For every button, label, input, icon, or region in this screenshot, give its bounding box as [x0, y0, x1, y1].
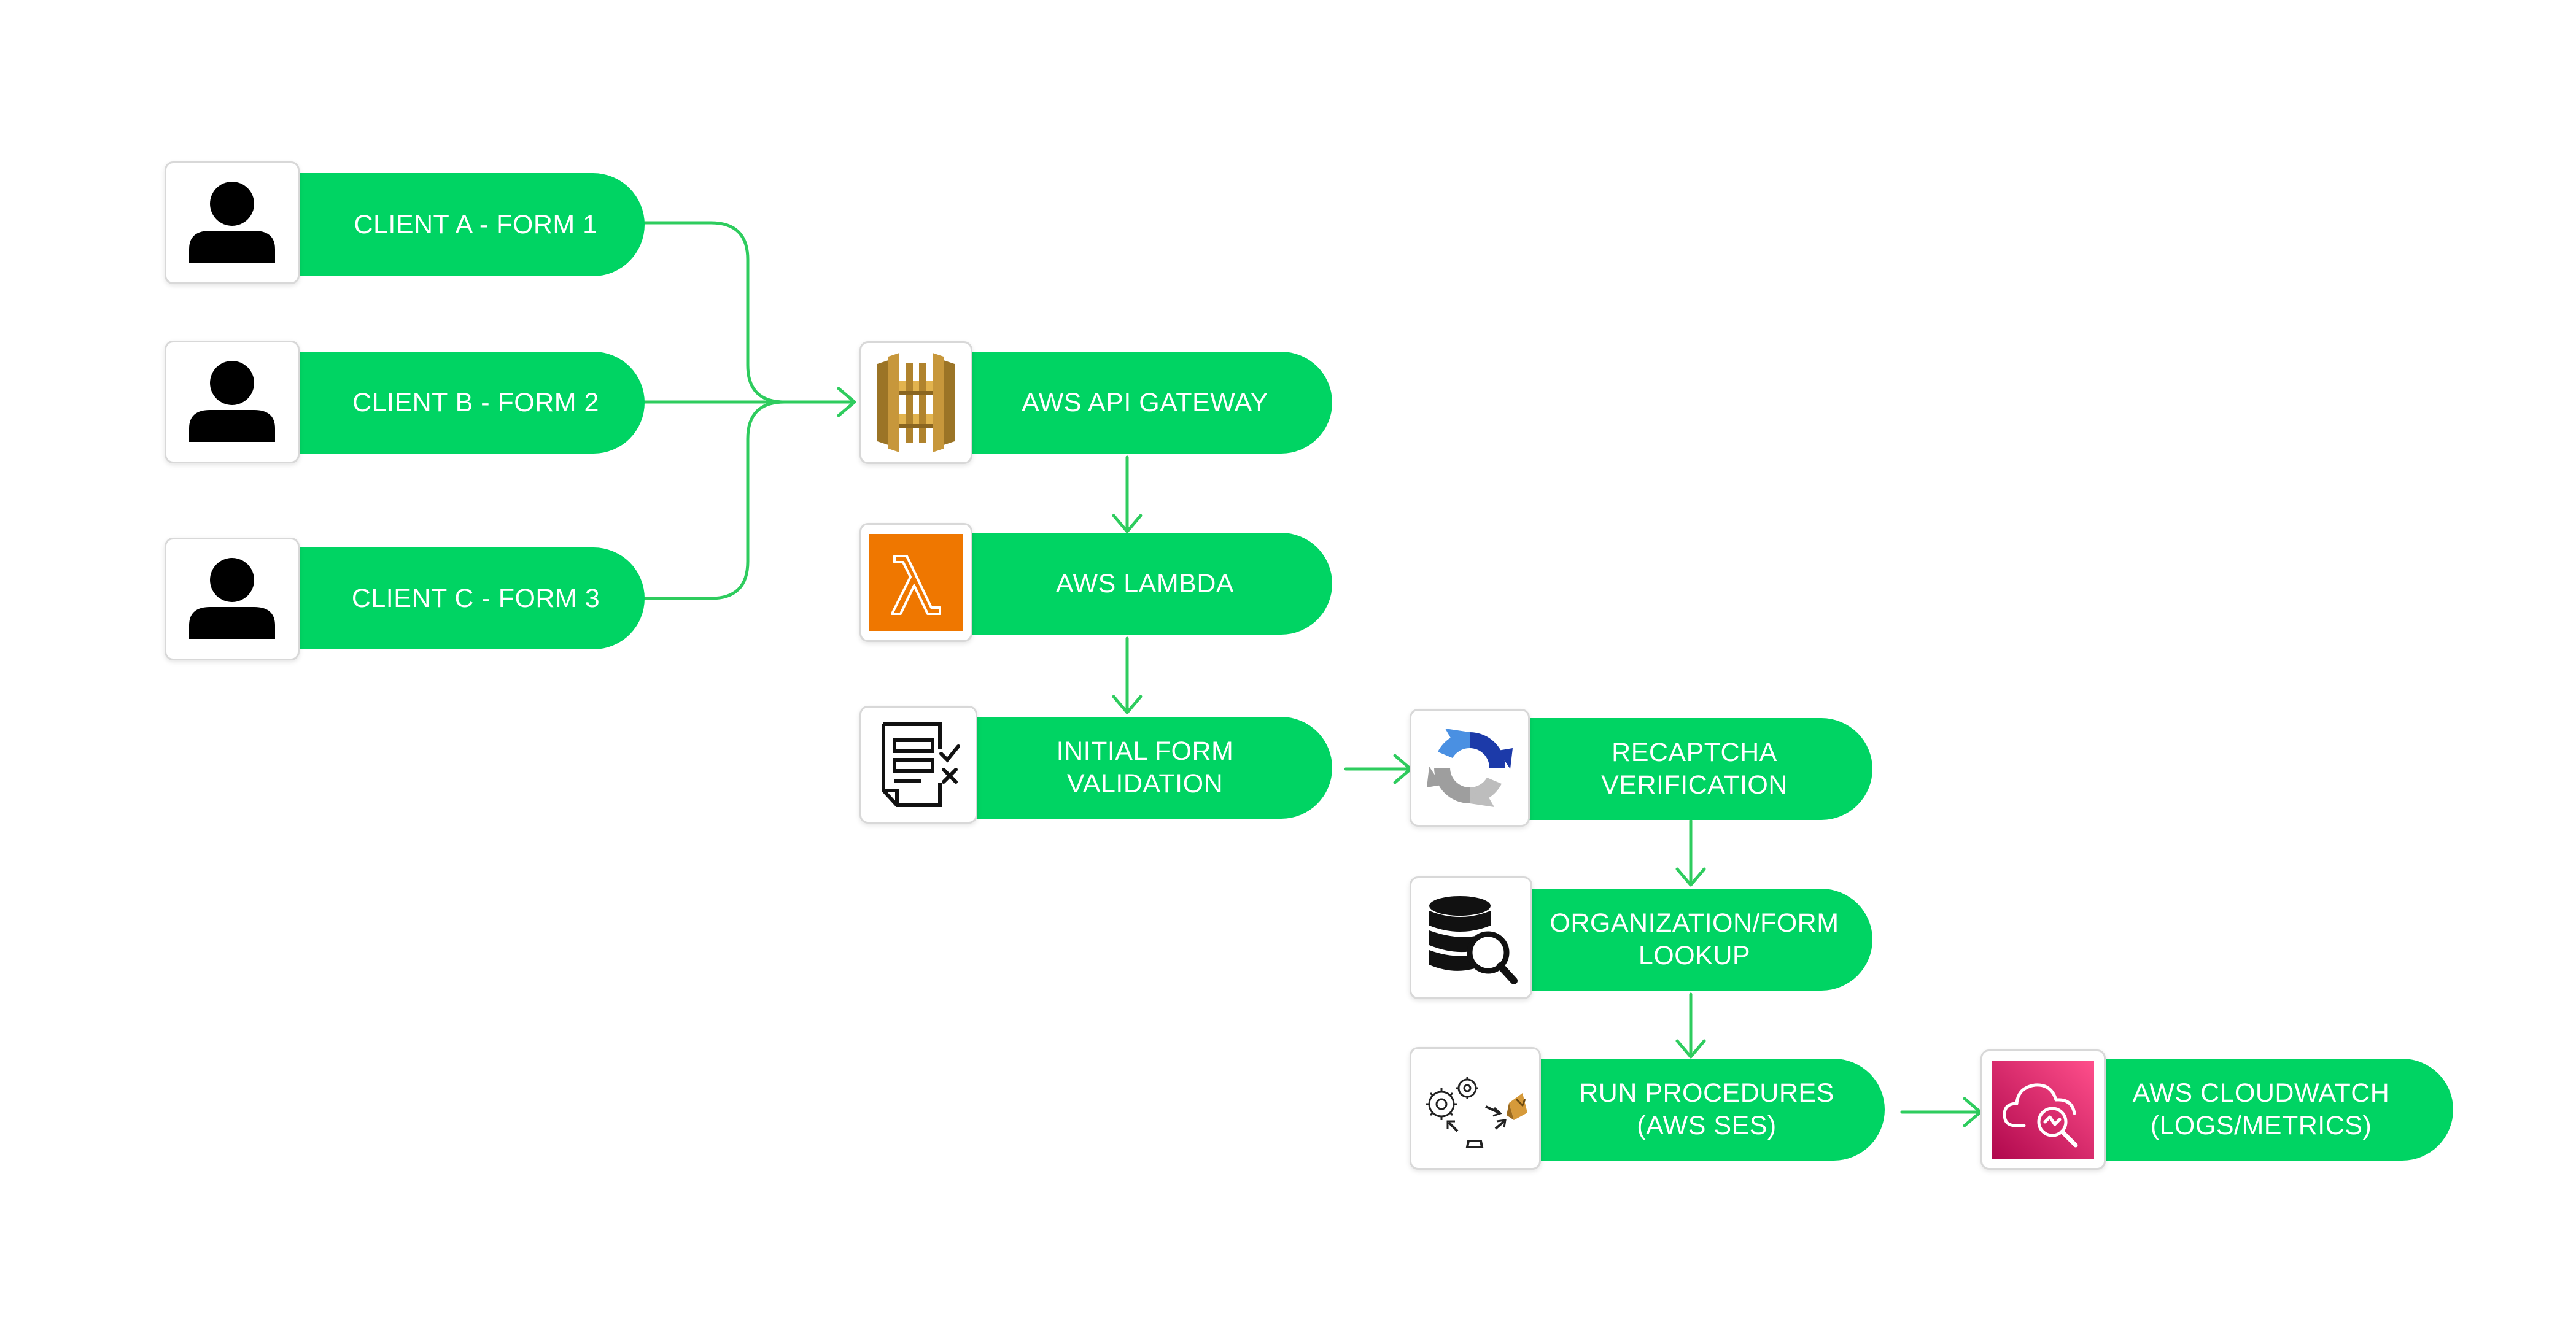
- node-lookup-line2: LOOKUP: [1638, 941, 1751, 970]
- node-client-a-pill: CLIENT A - FORM 1: [258, 173, 645, 276]
- node-cloudwatch-line1: AWS CLOUDWATCH: [2132, 1078, 2390, 1108]
- node-client-c-label: CLIENT C - FORM 3: [351, 583, 600, 613]
- form-checklist-icon: [882, 722, 960, 807]
- node-cloudwatch-iconbox: [1980, 1049, 2106, 1170]
- edge-client-c-to-api-gateway: [643, 400, 854, 600]
- node-client-a-label: CLIENT A - FORM 1: [354, 209, 598, 239]
- node-api-gateway-label: AWS API GATEWAY: [1022, 387, 1268, 417]
- node-cloudwatch-line2: (LOGS/METRICS): [2150, 1111, 2372, 1140]
- node-client-c-pill: CLIENT C - FORM 3: [258, 547, 645, 649]
- node-lookup-line1: ORGANIZATION/FORM: [1550, 908, 1839, 938]
- node-procedures-pill: RUN PROCEDURES (AWS SES): [1492, 1059, 1885, 1161]
- node-client-b-iconbox: [165, 341, 300, 463]
- node-api-gateway-pill: AWS API GATEWAY: [952, 352, 1332, 454]
- node-recaptcha-iconbox: [1410, 709, 1530, 827]
- node-recaptcha-pill: RECAPTCHA VERIFICATION: [1492, 718, 1872, 820]
- node-recaptcha-line1: RECAPTCHA: [1612, 738, 1777, 767]
- node-lambda-iconbox: [859, 523, 972, 642]
- api-gateway-icon: [877, 353, 955, 452]
- node-lookup-iconbox: [1410, 876, 1532, 999]
- workflow-gears-icon: [1426, 1077, 1527, 1148]
- node-client-b-label: CLIENT B - FORM 2: [352, 387, 599, 417]
- arrowhead-lookup: [1675, 867, 1706, 887]
- arrowhead-lambda: [1112, 514, 1143, 533]
- node-recaptcha-line2: VERIFICATION: [1601, 770, 1788, 800]
- recaptcha-icon: [1427, 729, 1513, 807]
- arrowhead-api-gateway: [837, 387, 856, 417]
- node-lambda-label: AWS LAMBDA: [1055, 568, 1235, 598]
- edge-client-a-to-api-gateway: [643, 221, 854, 404]
- node-validation-pill: INITIAL FORM VALIDATION: [952, 717, 1332, 819]
- node-lookup-pill: ORGANIZATION/FORM LOOKUP: [1492, 889, 1872, 991]
- node-validation-line2: VALIDATION: [1066, 769, 1224, 798]
- node-procedures-line1: RUN PROCEDURES: [1579, 1078, 1834, 1108]
- node-client-b-pill: CLIENT B - FORM 2: [258, 352, 645, 454]
- user-icon: [189, 558, 275, 639]
- node-api-gateway-iconbox: [859, 341, 972, 464]
- arrowhead-procedures: [1675, 1039, 1706, 1059]
- user-icon: [189, 361, 275, 442]
- user-icon: [189, 182, 275, 263]
- cloudwatch-icon: [1992, 1061, 2094, 1159]
- arrowhead-validation: [1112, 695, 1143, 714]
- node-client-a-iconbox: [165, 161, 300, 284]
- database-search-icon: [1429, 896, 1518, 984]
- node-lambda-pill: AWS LAMBDA: [952, 533, 1332, 635]
- node-validation-line1: INITIAL FORM: [1056, 736, 1234, 766]
- node-procedures-line2: (AWS SES): [1637, 1111, 1777, 1140]
- node-validation-iconbox: [859, 706, 977, 824]
- node-cloudwatch-pill: AWS CLOUDWATCH (LOGS/METRICS): [2069, 1059, 2453, 1161]
- node-procedures-iconbox: [1410, 1047, 1541, 1170]
- lambda-icon: [869, 534, 963, 631]
- node-client-c-iconbox: [165, 538, 300, 660]
